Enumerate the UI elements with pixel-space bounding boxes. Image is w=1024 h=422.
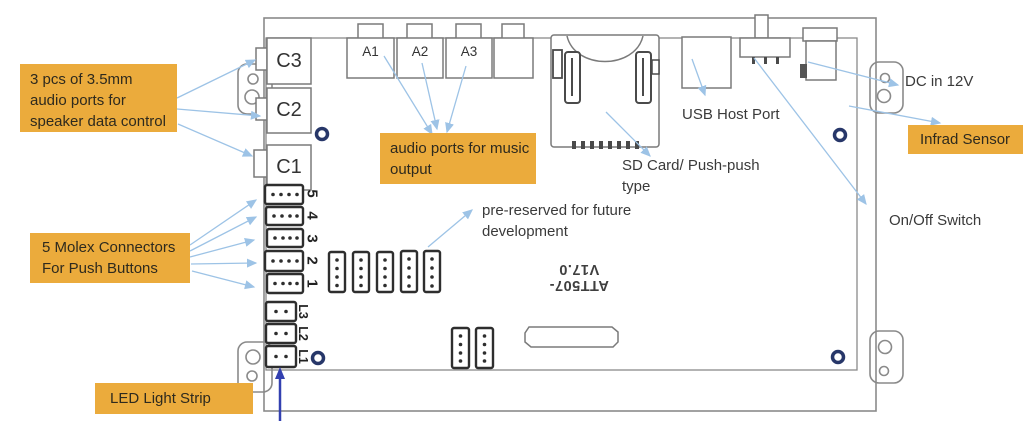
molex-number-1: 1: [303, 279, 321, 288]
annotation-line: type: [622, 178, 651, 195]
mounting-bracket-top-right: [869, 61, 904, 114]
mounting-bracket-bottom-right: [869, 330, 904, 384]
bottom-headers-group: [450, 326, 495, 370]
annotation-arrows: [176, 55, 942, 290]
edge-connector: [524, 326, 619, 348]
molex-number-4: 4: [303, 211, 321, 220]
dc-jack: [800, 27, 838, 81]
led-connectors-group: [264, 300, 298, 369]
molex-number-3: 3: [303, 234, 321, 243]
led-connector-label-l2: L2: [296, 326, 311, 341]
usb-host-port: [681, 36, 732, 89]
pcb-hole-rings: [310, 126, 848, 366]
callout-led-strip: LED Light Strip: [95, 383, 253, 414]
port-label-a2: A2: [411, 43, 429, 59]
port-label-c1: C1: [276, 156, 302, 178]
port-label-a1: A1: [362, 43, 379, 59]
annotation-onoff-switch: On/Off Switch: [889, 212, 982, 229]
molex-number-2: 2: [303, 256, 321, 265]
annotation-line: SD Card/ Push-push: [622, 157, 760, 174]
sd-card-slot: [550, 34, 660, 149]
port-label-c3: C3: [276, 49, 302, 72]
prereserved-headers-group: [327, 249, 442, 294]
port-label-a3: A3: [460, 43, 478, 59]
callout-line: audio ports for music: [390, 140, 530, 157]
callout-infrad-sensor: Infrad Sensor: [908, 125, 1023, 154]
led-connector-label-l1: L1: [296, 349, 311, 364]
callout-line: speaker data control: [30, 113, 166, 130]
callout-molex: 5 Molex Connectors For Push Buttons: [30, 233, 190, 283]
annotation-dc-in: DC in 12V: [905, 73, 974, 90]
molex-number-5: 5: [303, 189, 321, 198]
annotation-prereserved: pre-reserved for future development: [482, 200, 631, 242]
onoff-switch: [739, 14, 791, 64]
annotation-line: pre-reserved for future: [482, 202, 632, 219]
led-strip-arrow: [275, 367, 285, 421]
molex-connectors-group: [263, 183, 305, 295]
callout-line: For Push Buttons: [42, 260, 158, 277]
port-label-c2: C2: [276, 99, 302, 121]
annotation-line: development: [482, 223, 568, 240]
silkscreen-text: ATT507-V17.0: [549, 261, 609, 293]
callout-line: output: [390, 161, 432, 178]
enclosure-outline: [263, 17, 877, 412]
callout-line: audio ports for: [30, 92, 126, 109]
annotation-usb: USB Host Port: [682, 106, 780, 123]
annotation-sd-card: SD Card/ Push-push type: [622, 155, 760, 197]
led-connector-label-l3: L3: [296, 304, 311, 319]
callout-line: 5 Molex Connectors: [42, 239, 176, 256]
callout-speaker-ports: 3 pcs of 3.5mm audio ports for speaker d…: [20, 64, 177, 132]
callout-music-ports: audio ports for music output: [380, 133, 536, 184]
callout-line: 3 pcs of 3.5mm: [30, 71, 133, 88]
audio-jacks-a-group: [346, 23, 534, 79]
